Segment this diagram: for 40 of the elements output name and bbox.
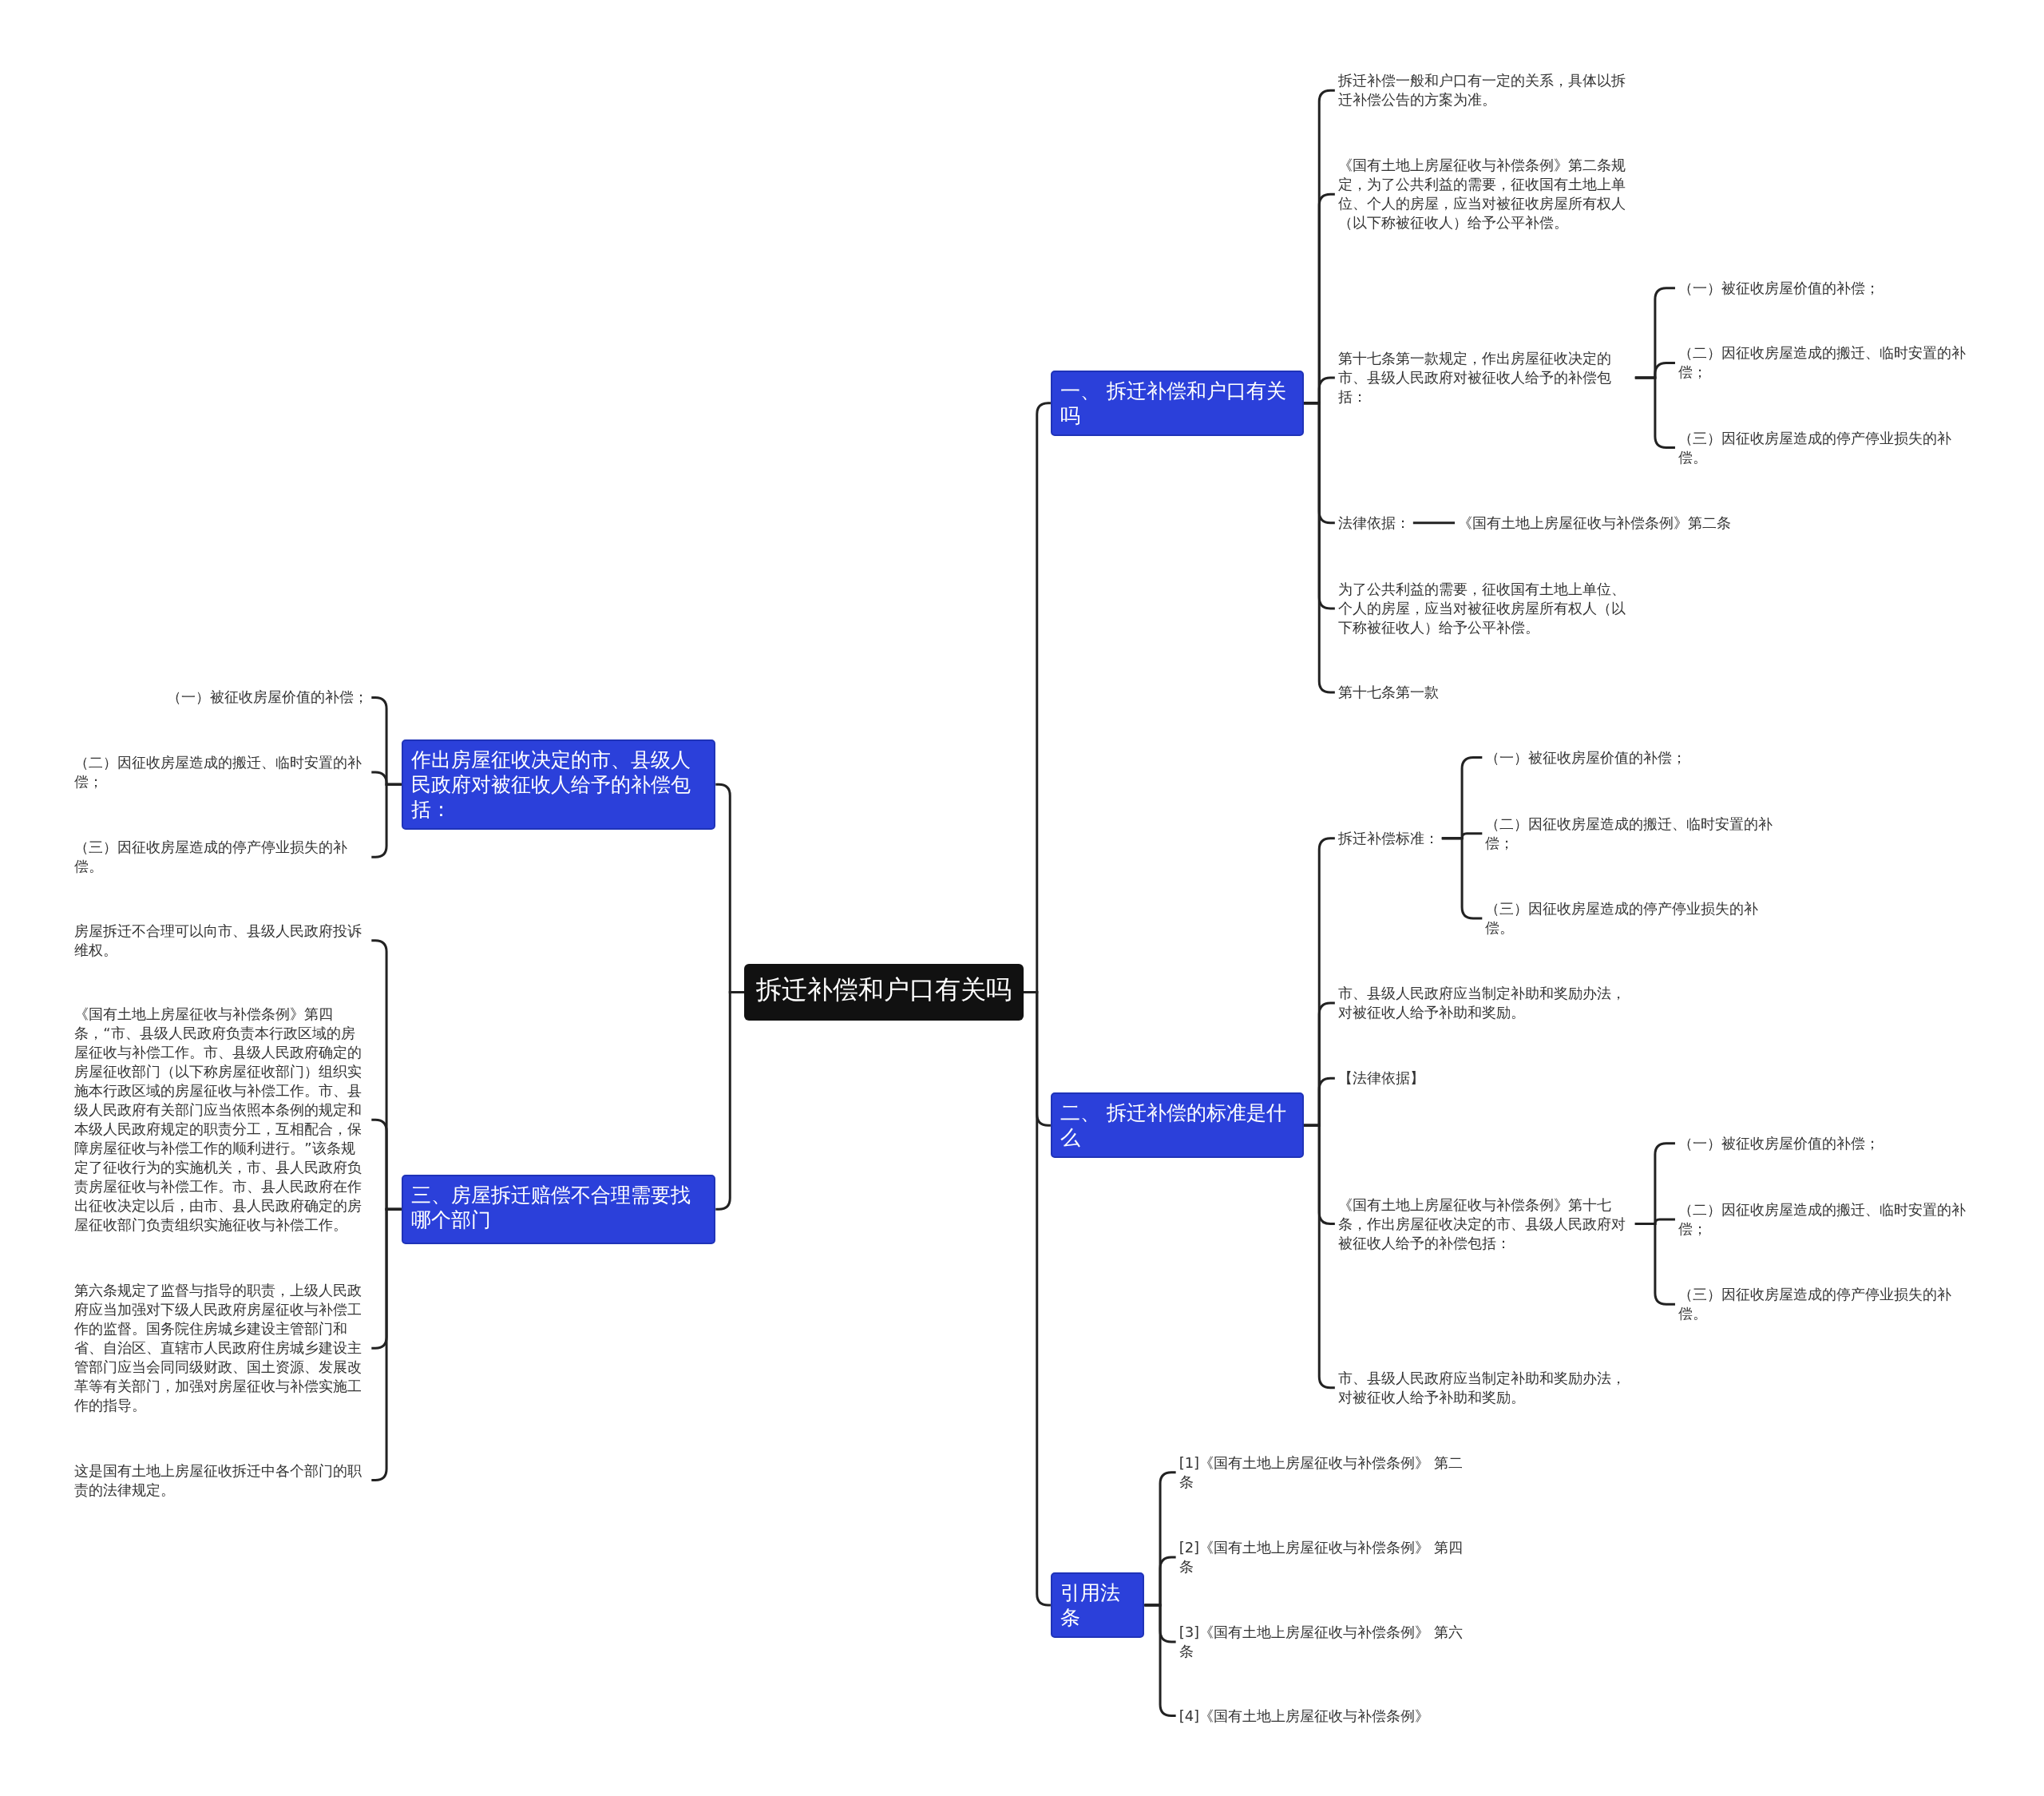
branch-text: 【法律依据】 [1334,1068,1428,1089]
branch-text: [3]《国有土地上房屋征收与补偿条例》 第六条 [1175,1622,1476,1662]
branch-text: [4]《国有土地上房屋征收与补偿条例》 [1175,1705,1433,1727]
branch-text: 拆迁补偿一般和户口有一定的关系，具体以拆迁补偿公告的方案为准。 [1334,70,1635,111]
branch-text: 第十七条第一款 [1334,681,1442,703]
branch-text: 这是国有土地上房屋征收拆迁中各个部门的职责的法律规定。 [71,1460,372,1501]
branch-text: （三）因征收房屋造成的停产停业损失的补偿。 [1482,898,1783,938]
topic-box: 一、 拆迁补偿和户口有关吗 [1050,370,1304,436]
branch-text: 市、县级人民政府应当制定补助和奖励办法，对被征收人给予补助和奖励。 [1334,983,1635,1023]
branch-text: （三）因征收房屋造成的停产停业损失的补偿。 [1674,1284,1975,1325]
topic-box: 作出房屋征收决定的市、县级人民政府对被征收人给予的补偿包括： [401,739,716,830]
topic-box: 三、房屋拆迁赔偿不合理需要找哪个部门 [401,1175,716,1244]
branch-text: 房屋拆迁不合理可以向市、县级人民政府投诉维权。 [71,920,372,961]
topic-box: 引用法条 [1050,1572,1145,1638]
branch-text: 市、县级人民政府应当制定补助和奖励办法，对被征收人给予补助和奖励。 [1334,1367,1635,1408]
branch-text: 法律依据： [1334,512,1413,533]
connector-line [1412,521,1456,525]
topic-box: 二、 拆迁补偿的标准是什么 [1050,1092,1304,1159]
branch-text: 第十七条第一款规定，作出房屋征收决定的市、县级人民政府对被征收人给予的补偿包括： [1334,347,1635,407]
branch-text: 《国有土地上房屋征收与补偿条例》第二条 [1455,512,1735,533]
branch-text: 第六条规定了监督与指导的职责，上级人民政府应当加强对下级人民政府房屋征收与补偿工作的监督。国务院住房城乡建设主管部门和省、自治区、直辖市人民政府住房城乡建设主管部门应当会同同级财政、国土资源、发展改革等有关部门，加强对房屋征收与补偿实施工作的指导。 [71,1280,372,1417]
central-topic-box: 拆迁补偿和户口有关吗 [744,963,1024,1021]
branch-text: （二）因征收房屋造成的搬迁、临时安置的补偿； [1482,813,1783,854]
branch-text: （一）被征收房屋价值的补偿； [164,687,372,708]
branch-text: （二）因征收房屋造成的搬迁、临时安置的补偿； [1674,343,1975,383]
branch-text: 《国有土地上房屋征收与补偿条例》第二条规定，为了公共利益的需要，征收国有土地上单位、个人的房屋，应当对被征收房屋所有权人（以下称被征收人）给予公平补偿。 [1334,155,1635,234]
branch-text: [1]《国有土地上房屋征收与补偿条例》 第二条 [1175,1452,1476,1493]
branch-text: （一）被征收房屋价值的补偿； [1674,1132,1883,1154]
branch-text: （二）因征收房屋造成的搬迁、临时安置的补偿； [71,752,372,793]
branch-text: 为了公共利益的需要，征收国有土地上单位、个人的房屋，应当对被征收房屋所有权人（以下称被征收人）给予公平补偿。 [1334,578,1635,638]
branch-text: 《国有土地上房屋征收与补偿条例》第四条，“市、县级人民政府负责本行政区域的房屋征收与补偿工作。市、县级人民政府确定的房屋征收部门（以下称房屋征收部门）组织实施本行政区域的房屋征收与补偿工作。市、县级人民政府有关部门应当依照本条例的规定和本级人民政府规定的职责分工，互相配合，保障房屋征收与补偿工作的顺利进行。”该条规定了征收行为的实施机关，市、县人民政府负责房屋征收与补偿工作。市、县人民政府在作出征收决定以后，由市、县人民政府确定的房屋征收部门负责组织实施征收与补偿工作。 [71,1004,372,1236]
branch-text: （一）被征收房屋价值的补偿； [1482,747,1690,768]
branch-text: 《国有土地上房屋征收与补偿条例》第十七条，作出房屋征收决定的市、县级人民政府对被征收人给予的补偿包括： [1334,1194,1635,1254]
branch-text: （三）因征收房屋造成的停产停业损失的补偿。 [1674,427,1975,468]
branch-text: （一）被征收房屋价值的补偿； [1674,277,1883,299]
branch-text: [2]《国有土地上房屋征收与补偿条例》 第四条 [1175,1536,1476,1577]
branch-text: （二）因征收房屋造成的搬迁、临时安置的补偿； [1674,1199,1975,1240]
connector-line [1303,402,1335,694]
branch-text: （三）因征收房屋造成的停产停业损失的补偿。 [71,837,372,878]
branch-text: 拆迁补偿标准： [1334,827,1442,849]
